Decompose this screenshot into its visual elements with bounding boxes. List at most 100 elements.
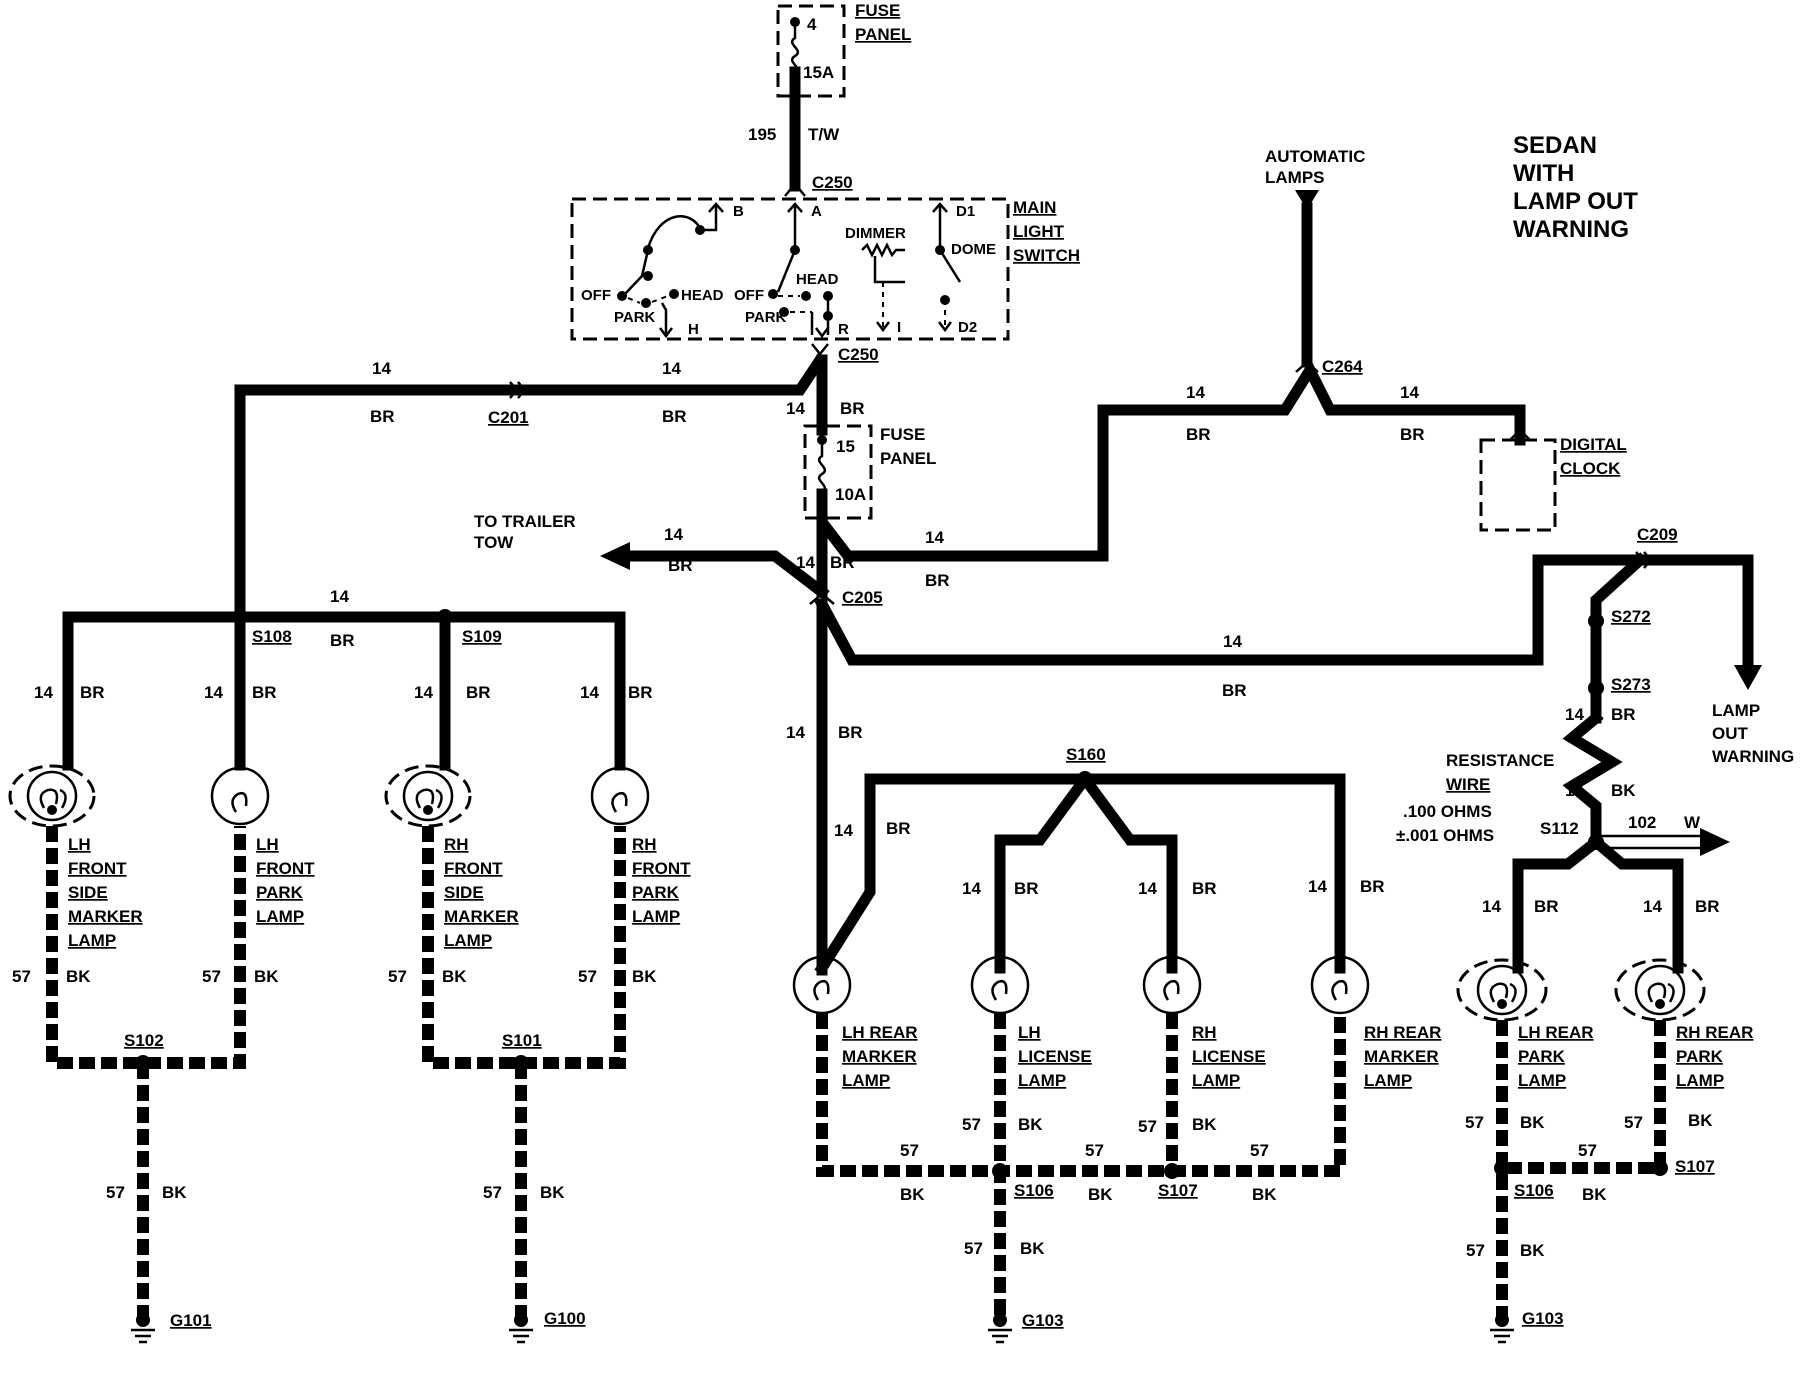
label-wire-bk: BK: [632, 967, 657, 986]
ground-g101: G101: [131, 1311, 212, 1344]
label-title-2: LAMP OUT: [1513, 188, 1638, 215]
label-trailer-tow-1: TOW: [474, 533, 514, 552]
label-wire-bk: BK: [1688, 1111, 1713, 1130]
label-splices-s272: S272: [1611, 607, 1651, 626]
label-main-switch-positions-dimmer: DIMMER: [845, 225, 906, 242]
ground-g103-center: G103: [988, 1311, 1064, 1344]
label-resistance-wire-0: RESISTANCE: [1446, 751, 1554, 770]
label-wire-g14: 14: [962, 879, 981, 898]
label-main-switch-label-2: SWITCH: [1013, 246, 1080, 265]
label-lamps-lh-front-side-3: MARKER: [68, 907, 143, 926]
label-wire-g14: 14: [1223, 632, 1242, 651]
label-lamps-lh-front-park-0: LH: [256, 835, 279, 854]
fuse-panel-mid: 15 10A FUSE PANEL: [803, 424, 936, 520]
splice-s107-right: [1652, 1160, 1668, 1176]
label-title-0: SEDAN: [1513, 132, 1597, 159]
label-wire-g14: 14: [786, 399, 805, 418]
label-wire-g14: 14: [786, 723, 805, 742]
label-digital-clock-0: DIGITAL: [1560, 435, 1627, 454]
label-lamps-rh-rear-park-0: RH REAR: [1676, 1023, 1753, 1042]
label-main-switch-positions-dome: DOME: [951, 241, 996, 258]
label-wire-g14: 14: [1308, 877, 1327, 896]
label-wire-bk: BK: [1088, 1185, 1113, 1204]
label-wire-g14: 14: [1565, 705, 1584, 724]
label-lamps-lh-front-side-2: SIDE: [68, 883, 108, 902]
label-splices-s106: S106: [1514, 1181, 1554, 1200]
label-lamps-rh-front-park-2: PARK: [632, 883, 680, 902]
label-wire-g57: 57: [1465, 1113, 1484, 1132]
label-wire-g14: 14: [372, 359, 391, 378]
connector-c250-top: C250: [812, 173, 853, 192]
connector-c201: C201: [488, 408, 529, 427]
label-wire-br: BR: [1695, 897, 1720, 916]
label-lamp-out-warning-0: LAMP: [1712, 701, 1760, 720]
label-wire-br: BR: [1400, 425, 1425, 444]
label-main-switch-positions-off2: OFF: [734, 287, 764, 304]
label-main-switch-label-0: MAIN: [1013, 198, 1056, 217]
label-wire-g14: 14: [925, 528, 944, 547]
ground-g103-right: G103: [1490, 1309, 1564, 1344]
wire-to-trailer-tow: [624, 550, 830, 600]
label-wire-g57: 57: [962, 1115, 981, 1134]
label-splices-s107: S107: [1158, 1181, 1198, 1200]
label-lamps-lh-rear-marker-0: LH REAR: [842, 1023, 918, 1042]
diagram-title: SEDAN WITH LAMP OUT WARNING: [1513, 132, 1638, 243]
label-wire-g14: 14: [1643, 897, 1662, 916]
label-lamps-lh-front-park-1: FRONT: [256, 859, 315, 878]
label-lamps-lh-rear-park-1: PARK: [1518, 1047, 1566, 1066]
label-wire-br: BR: [1534, 897, 1559, 916]
label-wire-bk: BK: [900, 1185, 925, 1204]
label-wire-br: BR: [1014, 879, 1039, 898]
label-lamps-rh-front-side-0: RH: [444, 835, 469, 854]
label-main-switch-positions-head1: HEAD: [681, 287, 724, 304]
wire-lamp-out-warning: [1644, 554, 1754, 671]
label-grounds-g101: G101: [170, 1311, 212, 1330]
label-lamps-rh-front-side-2: SIDE: [444, 883, 484, 902]
splice-s102: [135, 1055, 151, 1071]
label-wire-bk: BK: [540, 1183, 565, 1202]
fuse-number: 4: [807, 15, 817, 34]
label-wire-br: BR: [668, 556, 693, 575]
label-lamps-rh-front-park-0: RH: [632, 835, 657, 854]
label-main-switch-label-1: LIGHT: [1013, 222, 1065, 241]
label-wire-br: BR: [1192, 879, 1217, 898]
label-wire-g14: 14: [1482, 897, 1501, 916]
label-lamps-lh-front-park-3: LAMP: [256, 907, 304, 926]
label-wire-g57: 57: [12, 967, 31, 986]
label-grounds-g103: G103: [1522, 1309, 1564, 1328]
label-wire-g57: 57: [964, 1239, 983, 1258]
label-lamps-lh-front-park-2: PARK: [256, 883, 304, 902]
label-splices-s106: S106: [1014, 1181, 1054, 1200]
label-splices-s107: S107: [1675, 1157, 1715, 1176]
rh-front-side-marker-lamp: [384, 764, 472, 828]
label-lamps-rh-front-park-3: LAMP: [632, 907, 680, 926]
label-fuse-mid-label-0: FUSE: [880, 425, 925, 444]
label-wire-g57: 57: [1578, 1141, 1597, 1160]
label-wire-g14: 14: [662, 359, 681, 378]
label-title-1: WITH: [1513, 160, 1574, 187]
label-splices-s109: S109: [462, 627, 502, 646]
label-wire-g57: 57: [1138, 1117, 1157, 1136]
label-lamps-lh-license-0: LH: [1018, 1023, 1041, 1042]
label-wire-br: BR: [466, 683, 491, 702]
label-lamps-lh-license-2: LAMP: [1018, 1071, 1066, 1090]
label-resistance-wire-1: WIRE: [1446, 775, 1490, 794]
connector-c209: C209: [1637, 525, 1678, 544]
rh-rear-marker-lamp: [1310, 955, 1370, 1015]
label-wire-br: BR: [1186, 425, 1211, 444]
label-wire-g57: 57: [900, 1141, 919, 1160]
label-wire-br: BR: [662, 407, 687, 426]
label-wire-br: BR: [1360, 877, 1385, 896]
label-wire-br: BR: [840, 399, 865, 418]
label-wire-g14: 14: [414, 683, 433, 702]
main-light-switch: MAIN LIGHT SWITCH B OFF PARK HEAD H A: [570, 197, 1080, 341]
label-wire-g14: 14: [1400, 383, 1419, 402]
label-splices-s112: S112: [1540, 819, 1579, 838]
label-lamps-lh-license-1: LICENSE: [1018, 1047, 1092, 1066]
label-wire-br: BR: [330, 631, 355, 650]
label-wire-bk: BK: [1018, 1115, 1043, 1134]
label-wire-g57: 57: [1085, 1141, 1104, 1160]
label-wire-br: BR: [830, 553, 855, 572]
label-wire-g57: 57: [483, 1183, 502, 1202]
label-wire-w: W: [1684, 813, 1701, 832]
